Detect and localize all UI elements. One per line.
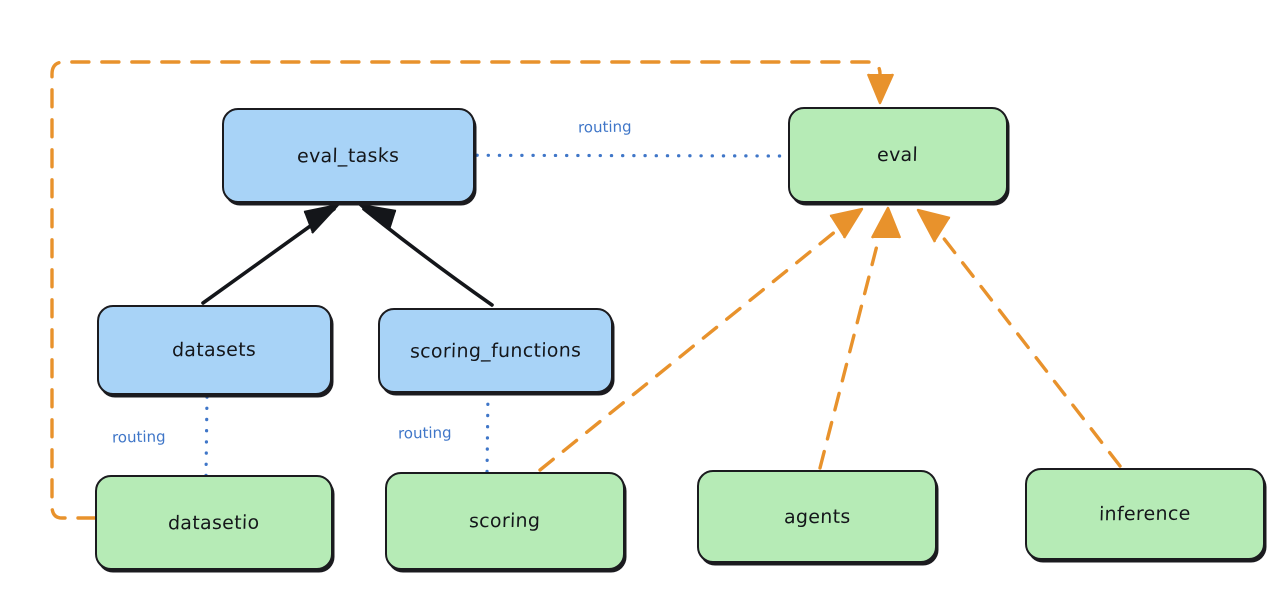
edge-eval_tasks-to-eval <box>363 153 792 158</box>
node-label: datasetio <box>167 511 261 534</box>
node-agents[interactable]: agents <box>697 470 937 563</box>
node-eval-tasks[interactable]: eval_tasks <box>222 108 475 203</box>
edge-label-routing-scoring: routing <box>397 423 452 443</box>
node-scoring[interactable]: scoring <box>385 472 625 570</box>
node-eval[interactable]: eval <box>788 107 1008 203</box>
node-datasets[interactable]: datasets <box>97 305 332 395</box>
node-label: eval <box>877 143 919 167</box>
edge-scoring-to-eval <box>538 207 864 472</box>
node-label: scoring_functions <box>409 338 582 363</box>
edge-datasets-to-eval_tasks <box>201 203 340 305</box>
edge-agents-to-eval <box>818 206 902 470</box>
edge-label-routing-datasets: routing <box>111 427 166 447</box>
node-label: datasets <box>172 338 257 362</box>
edge-datasetio-to-eval <box>50 60 895 520</box>
edge-label-routing-eval: routing <box>577 117 632 137</box>
node-scoring-functions[interactable]: scoring_functions <box>378 308 613 393</box>
node-datasetio[interactable]: datasetio <box>95 475 333 570</box>
edge-datasets-to-datasetio <box>204 395 209 478</box>
edge-scoring_functions-to-scoring <box>485 391 490 476</box>
node-inference[interactable]: inference <box>1025 468 1265 560</box>
edge-scoring_functions-to-eval_tasks <box>358 203 494 307</box>
node-label: agents <box>783 505 851 528</box>
edge-inference-to-eval <box>916 208 1122 468</box>
node-label: scoring <box>469 509 541 533</box>
node-label: inference <box>1098 502 1192 526</box>
node-label: eval_tasks <box>297 144 400 167</box>
